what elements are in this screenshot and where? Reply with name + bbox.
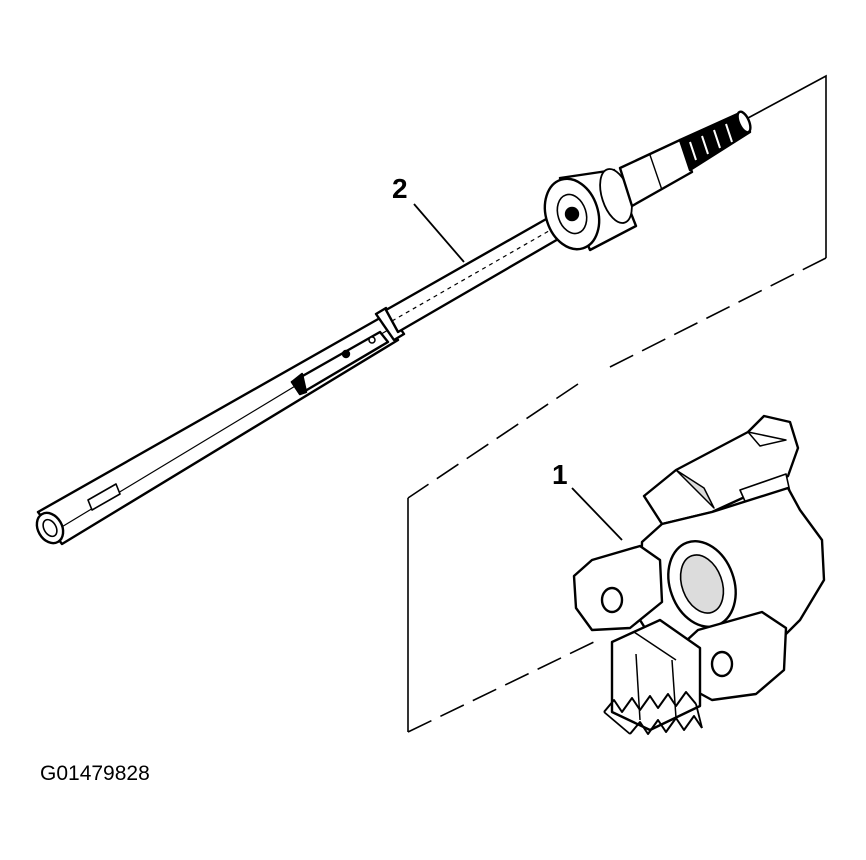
leader-line-2	[413, 203, 465, 263]
housing-left-ear	[572, 544, 664, 632]
rack-teeth	[603, 691, 697, 713]
callout-2: 2	[392, 173, 408, 204]
housing-group-outline	[407, 498, 599, 733]
shaft-part	[35, 110, 752, 546]
shaft-rod	[384, 216, 562, 334]
left-ear-hole	[600, 586, 624, 614]
right-ear-hole	[710, 650, 734, 678]
figure-id-label: G01479828	[40, 762, 150, 785]
shaft-group-outline	[407, 74, 827, 499]
housing-part	[572, 414, 826, 735]
leader-line-1	[571, 487, 623, 541]
callout-1: 1	[552, 459, 568, 490]
